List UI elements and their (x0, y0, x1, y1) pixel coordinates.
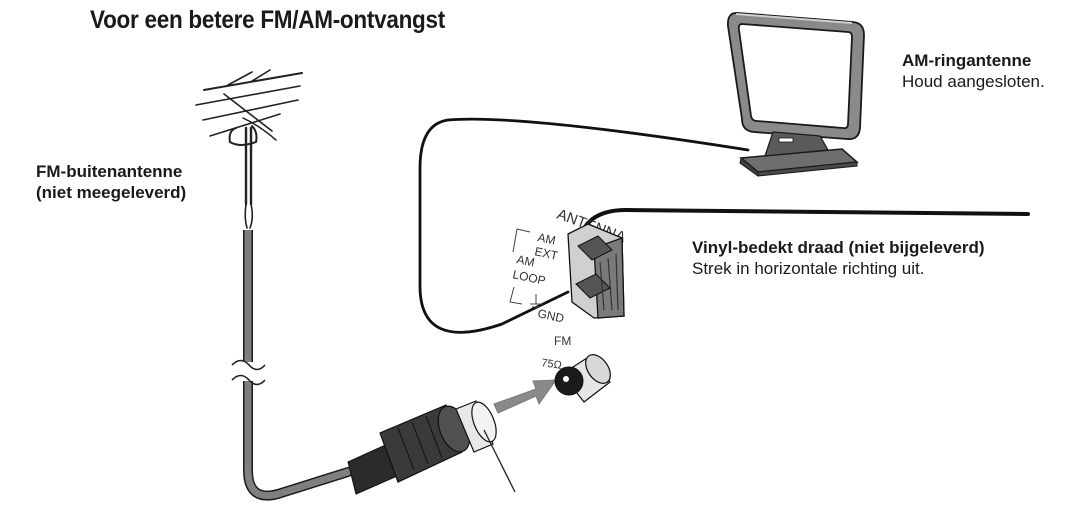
fm-socket-icon (554, 354, 611, 403)
gnd-label: GND (536, 306, 565, 325)
am-loop-label-loop: LOOP (511, 267, 547, 288)
vinyl-wire-label: Vinyl-bedekt draad (niet bijgeleverd) St… (692, 237, 985, 279)
am-ext-label-ext: EXT (533, 244, 559, 263)
page-title: Voor een betere FM/AM-ontvangst (90, 6, 445, 34)
fm-plug-icon (347, 400, 516, 495)
vinyl-wire-title: Vinyl-bedekt draad (niet bijgeleverd) (692, 238, 985, 257)
fm-outdoor-antenna-icon (195, 69, 303, 229)
fm-75-ohm-label: 75Ω (541, 357, 563, 372)
am-loop-antenna-title: AM-ringantenne (902, 51, 1032, 70)
am-loop-antenna-label: AM-ringantenne Houd aangesloten. (902, 50, 1045, 92)
fm-label: FM (554, 334, 571, 348)
fm-outdoor-antenna-line1: FM-buitenantenne (36, 162, 183, 181)
fm-outdoor-antenna-line2: (niet meegeleverd) (36, 183, 187, 202)
am-loop-antenna-icon (727, 12, 865, 177)
am-loop-label-am: AM (515, 252, 536, 269)
vinyl-wire-desc: Strek in horizontale richting uit. (692, 259, 925, 278)
am-ext-label-am: AM (536, 230, 557, 247)
am-loop-lead-wire (418, 117, 750, 334)
insert-arrow (493, 379, 557, 414)
fm-coax-cable (231, 230, 353, 501)
antenna-terminal-panel: ANTENNA AM EXT AM LOOP GND FM 75Ω (509, 206, 628, 372)
fm-outdoor-antenna-label: FM-buitenantenne (niet meegeleverd) (36, 161, 186, 203)
vinyl-covered-wire (570, 207, 1030, 270)
am-loop-antenna-desc: Houd aangesloten. (902, 72, 1045, 91)
